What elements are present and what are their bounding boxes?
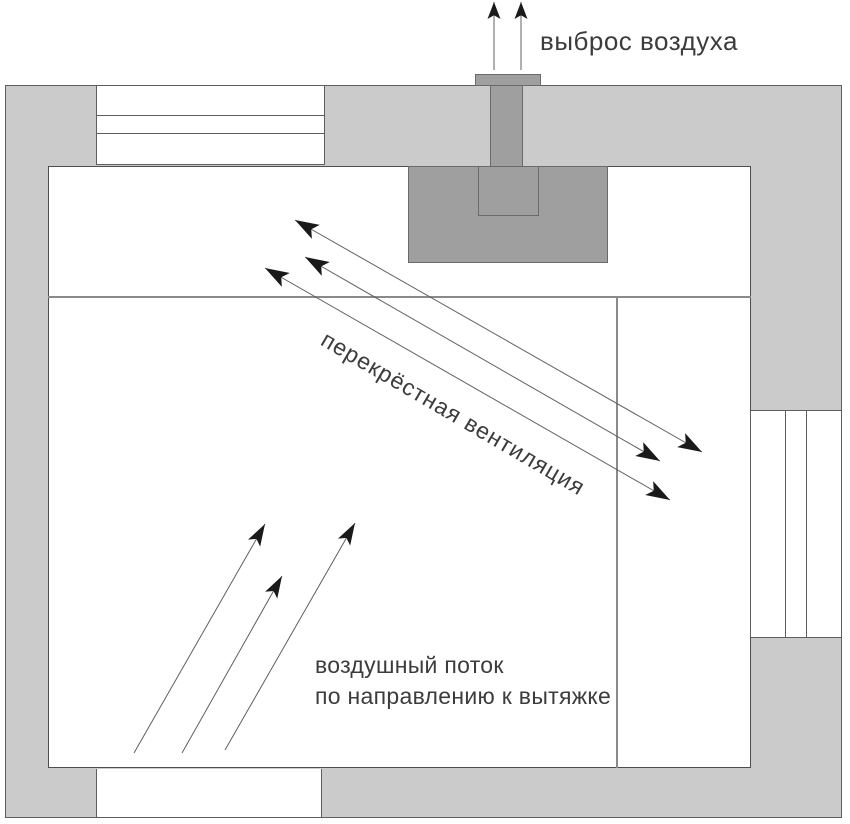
exhaust-arrow-1 [487, 2, 501, 70]
right-window-mullion [806, 411, 807, 637]
airflow-label-line1: воздушный поток [315, 652, 504, 678]
exhaust-unit-duct-inlet [478, 166, 539, 216]
room-partition-vertical [616, 297, 618, 768]
room-partition-horizontal [48, 296, 751, 298]
top-window-mullion [97, 133, 324, 134]
exhaust-arrow-2 [514, 2, 528, 70]
exhaust-chimney-cap [475, 74, 541, 86]
right-window [750, 410, 842, 638]
bottom-door-opening [96, 769, 322, 817]
exhaust-label: выброс воздуха [540, 26, 738, 56]
exhaust-chimney-shaft [490, 85, 523, 167]
airflow-label-line2: по направлению к вытяжке [315, 683, 612, 709]
right-window-mullion [785, 411, 786, 637]
exhaust-arrow-1-head [487, 2, 501, 19]
exhaust-arrow-2-head [514, 2, 528, 19]
top-window-mullion [97, 115, 324, 116]
top-window [96, 85, 325, 165]
airflow-label: воздушный поток по направлению к вытяжке [315, 650, 611, 712]
